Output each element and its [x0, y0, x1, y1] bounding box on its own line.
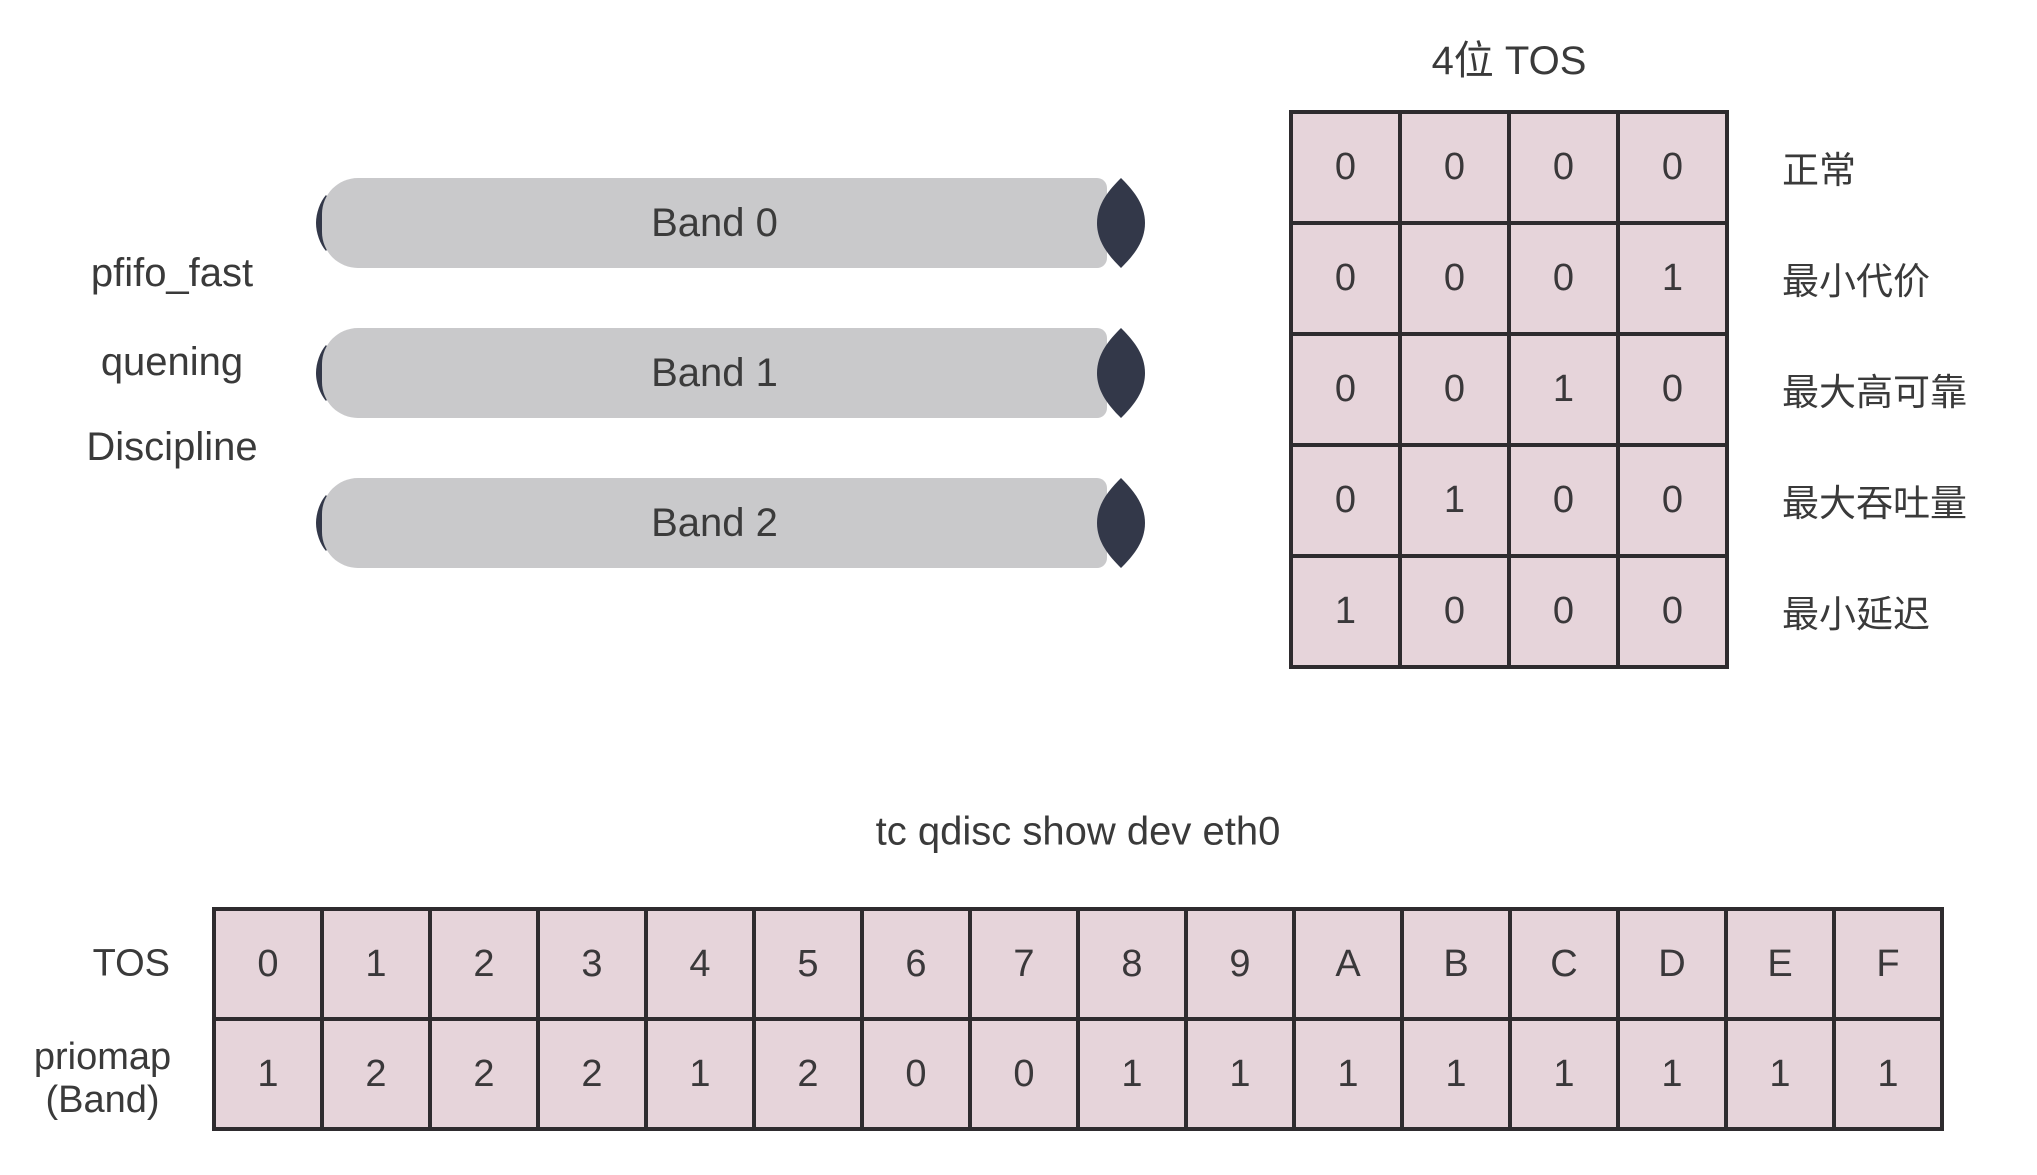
priomap-cell: 2 [756, 1021, 860, 1127]
priomap-cell: 1 [1188, 1021, 1292, 1127]
tos-row-label-max-throughput: 最大吞吐量 [1782, 483, 1967, 524]
tos-bit-cell: 1 [1511, 336, 1616, 443]
tos-table-title: 4位 TOS [1431, 39, 1587, 83]
tos-bit-cell: 0 [1511, 558, 1616, 665]
tos-hex-cell: F [1836, 911, 1940, 1017]
qdisc-label-line-3: Discipline [86, 425, 258, 469]
priomap-cell: 1 [648, 1021, 752, 1127]
tos-hex-cell: 7 [972, 911, 1076, 1017]
tos-hex-cell: 4 [648, 911, 752, 1017]
qdisc-label-line-2: quening [100, 340, 244, 384]
cylinder-opening-icon [1097, 478, 1145, 568]
priomap-cell: 2 [324, 1021, 428, 1127]
tos-hex-cell: 0 [216, 911, 320, 1017]
priomap-cell: 1 [1512, 1021, 1616, 1127]
priomap-cell: 1 [1836, 1021, 1940, 1127]
tos-hex-cell: 6 [864, 911, 968, 1017]
tos-hex-cell: B [1404, 911, 1508, 1017]
priomap-cell: 0 [864, 1021, 968, 1127]
priomap-cell: 1 [1404, 1021, 1508, 1127]
tos-bit-cell: 0 [1402, 336, 1507, 443]
priomap-row-label-priomap: priomap (Band) [10, 1036, 195, 1122]
band-1: Band 1 [314, 328, 1145, 418]
priomap-table: 0 1 2 3 4 5 6 7 8 9 A B C D E F 1 2 2 2 … [212, 907, 1944, 1131]
priomap-cell: 1 [216, 1021, 320, 1127]
tos-bit-cell: 0 [1511, 225, 1616, 332]
tos-hex-cell: D [1620, 911, 1724, 1017]
tos-hex-cell: E [1728, 911, 1832, 1017]
band-0: Band 0 [314, 178, 1145, 268]
tos-bit-cell: 0 [1293, 114, 1398, 221]
tos-hex-cell: 3 [540, 911, 644, 1017]
tos-bit-cell: 0 [1511, 114, 1616, 221]
priomap-row-label-line-2: (Band) [45, 1079, 160, 1121]
tos-bit-cell: 0 [1402, 225, 1507, 332]
tos-bit-table: 0 0 0 0 0 0 0 1 0 0 1 0 0 1 0 0 1 0 0 0 [1289, 110, 1729, 669]
cylinder-opening-icon [1097, 328, 1145, 418]
tos-bit-cell: 0 [1511, 447, 1616, 554]
tos-bit-cell: 0 [1293, 225, 1398, 332]
priomap-row-label-line-1: priomap [33, 1036, 172, 1078]
priomap-row-label-tos: TOS [92, 942, 170, 985]
priomap-cell: 1 [1620, 1021, 1724, 1127]
tos-hex-cell: 8 [1080, 911, 1184, 1017]
band-2: Band 2 [314, 478, 1145, 568]
tos-row-label-max-reliability: 最大高可靠 [1782, 372, 1967, 413]
qdisc-label-line-1: pfifo_fast [90, 251, 254, 295]
tos-hex-cell: A [1296, 911, 1400, 1017]
tos-row-label-normal: 正常 [1782, 150, 1856, 191]
tos-bit-cell: 1 [1620, 225, 1725, 332]
cylinder-opening-icon [1097, 178, 1145, 268]
priomap-cell: 2 [540, 1021, 644, 1127]
tos-bit-cell: 0 [1293, 447, 1398, 554]
tos-hex-cell: 9 [1188, 911, 1292, 1017]
tos-bit-cell: 0 [1620, 558, 1725, 665]
tos-hex-cell: C [1512, 911, 1616, 1017]
tos-bit-cell: 0 [1402, 558, 1507, 665]
tos-bit-cell: 1 [1402, 447, 1507, 554]
band-1-pipe: Band 1 [322, 328, 1107, 418]
priomap-cell: 2 [432, 1021, 536, 1127]
priomap-cell: 1 [1728, 1021, 1832, 1127]
band-2-label: Band 2 [651, 501, 778, 545]
priomap-cell: 1 [1296, 1021, 1400, 1127]
priomap-cell: 1 [1080, 1021, 1184, 1127]
tos-bit-cell: 0 [1620, 447, 1725, 554]
band-0-pipe: Band 0 [322, 178, 1107, 268]
tos-row-label-min-delay: 最小延迟 [1782, 594, 1930, 635]
band-0-label: Band 0 [651, 201, 778, 245]
tos-bit-cell: 0 [1293, 336, 1398, 443]
band-2-pipe: Band 2 [322, 478, 1107, 568]
tos-hex-cell: 5 [756, 911, 860, 1017]
tos-hex-cell: 2 [432, 911, 536, 1017]
tos-bit-cell: 1 [1293, 558, 1398, 665]
priomap-table-title: tc qdisc show dev eth0 [875, 809, 1281, 854]
priomap-cell: 0 [972, 1021, 1076, 1127]
tos-hex-cell: 1 [324, 911, 428, 1017]
tos-row-label-min-cost: 最小代价 [1782, 261, 1930, 302]
tos-bit-cell: 0 [1620, 114, 1725, 221]
tos-bit-cell: 0 [1620, 336, 1725, 443]
tos-bit-cell: 0 [1402, 114, 1507, 221]
band-1-label: Band 1 [651, 351, 778, 395]
